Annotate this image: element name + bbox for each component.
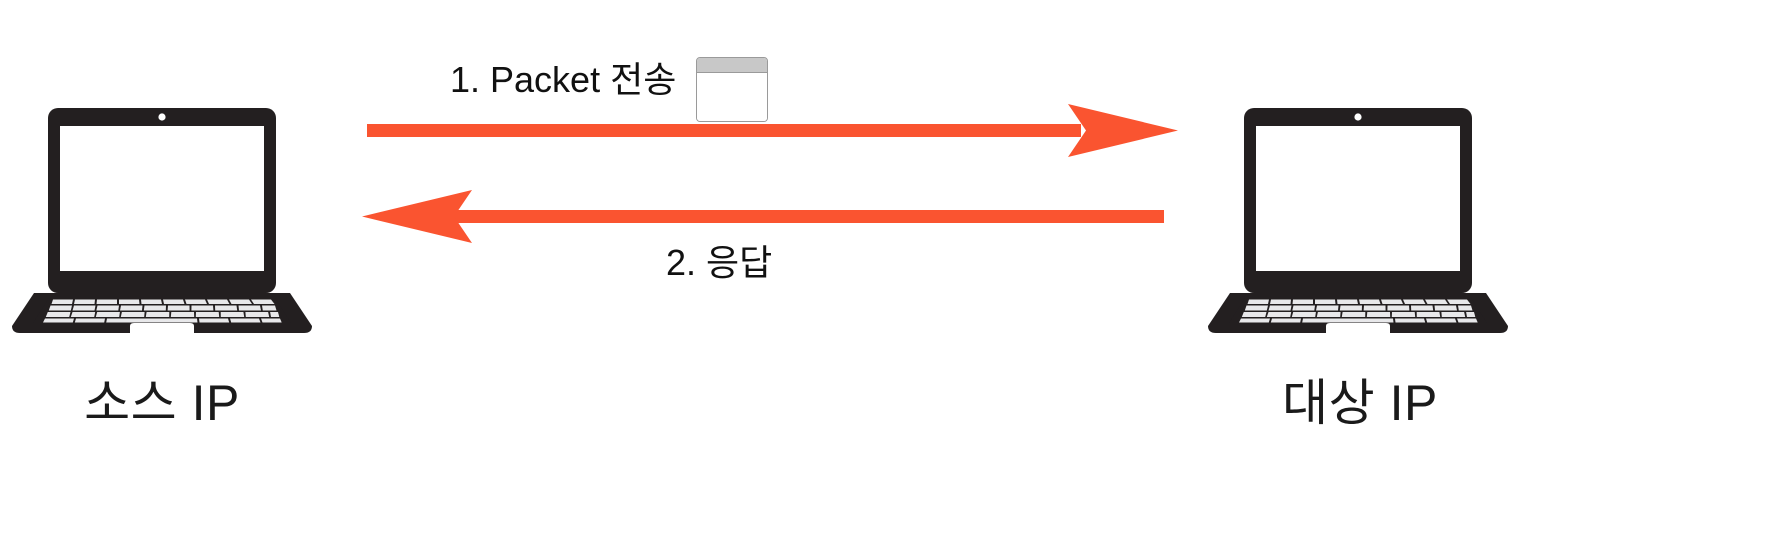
node-caption-target: 대상 IP <box>1282 375 1438 431</box>
laptop-icon-source <box>12 108 312 333</box>
packet-window-body <box>697 73 767 121</box>
packet-window-titlebar <box>697 58 767 73</box>
arrow-response <box>362 190 1164 243</box>
arrow-request <box>367 104 1178 157</box>
arrow-label-request: 1. Packet 전송 <box>450 59 677 100</box>
arrow-label-response: 2. 응답 <box>666 242 773 283</box>
node-caption-source: 소스 IP <box>84 375 240 431</box>
laptop-icon-target <box>1208 108 1508 333</box>
packet-window-icon <box>696 57 768 122</box>
